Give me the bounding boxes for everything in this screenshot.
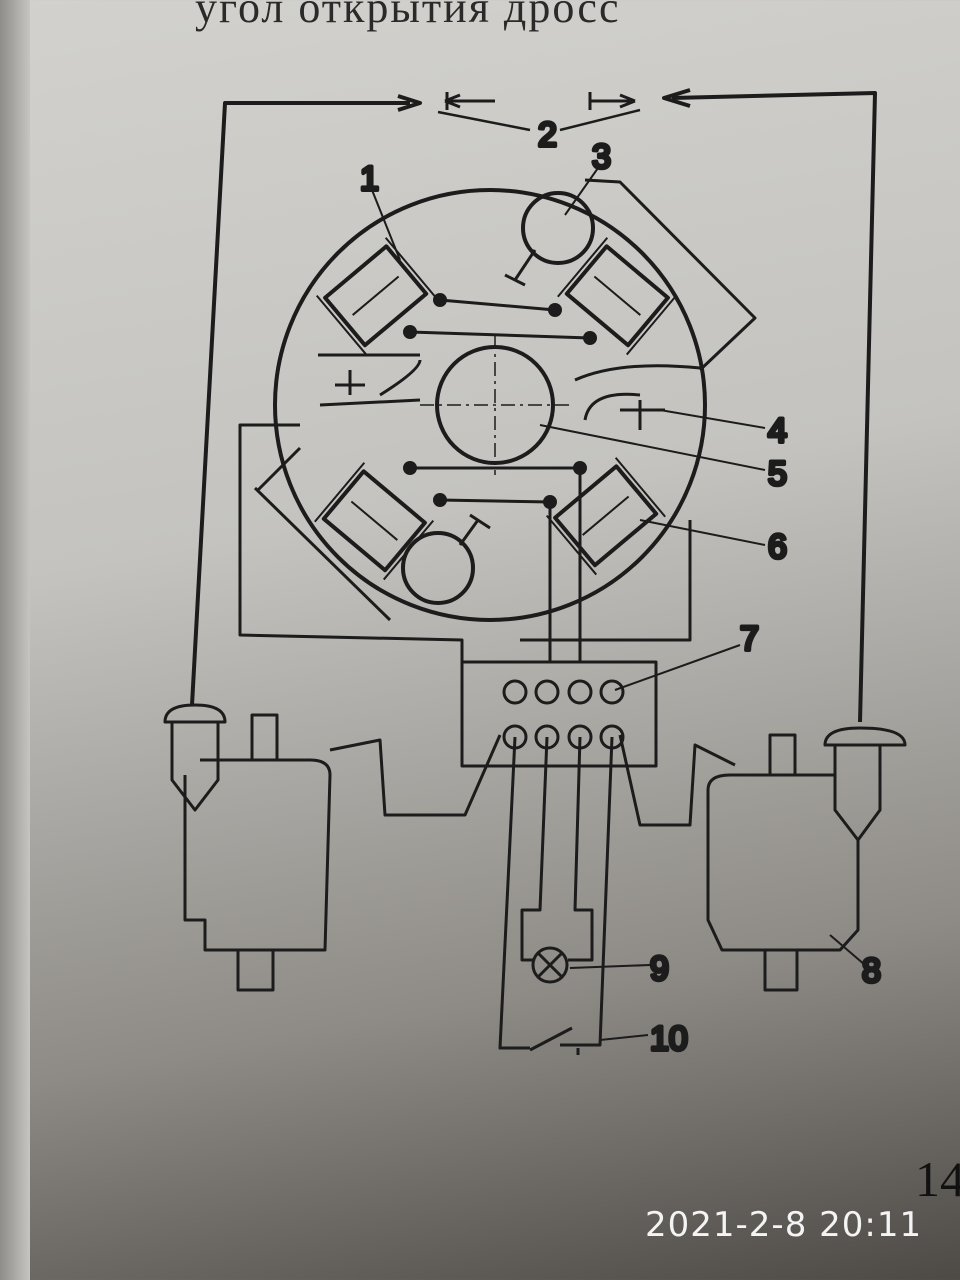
left-hv-wire	[190, 101, 410, 706]
magnet-bottom	[401, 531, 475, 605]
label-10: 10	[650, 1020, 688, 1058]
lamp-wires	[520, 736, 594, 962]
left-arrow	[397, 94, 422, 112]
warning-lamp	[531, 946, 569, 984]
label-1: 1	[360, 160, 379, 198]
ignition-coil-left	[163, 703, 502, 992]
distributor-base	[238, 423, 692, 662]
magnet-top	[521, 191, 595, 265]
leader-lines	[371, 167, 866, 1041]
switch-wires	[498, 736, 614, 1050]
coil-connections	[409, 298, 591, 662]
label-7: 7	[740, 620, 759, 658]
page-top-text: угол открытия дросс	[195, 0, 621, 32]
terminals	[502, 679, 625, 750]
ignition-coil-right	[618, 726, 907, 992]
sensor-coil-bottom-left	[314, 462, 435, 581]
photo-timestamp: 2021-2-8 20:11	[645, 1205, 923, 1245]
terminal-block	[460, 660, 658, 768]
spark-gap-arrows	[437, 92, 641, 132]
page-number: 14	[915, 1151, 960, 1207]
switch	[529, 1026, 580, 1055]
label-4: 4	[768, 412, 787, 450]
label-5: 5	[768, 455, 787, 493]
right-arrow	[662, 88, 691, 108]
terminal-dots	[403, 293, 597, 509]
distributor-housing	[273, 188, 707, 622]
label-9: 9	[650, 950, 669, 988]
contact-right	[574, 364, 701, 430]
label-2: 2	[538, 116, 557, 154]
contact-left	[318, 353, 422, 407]
label-8: 8	[862, 952, 881, 990]
right-hv-wire	[671, 91, 877, 723]
sensor-coil-top-right	[557, 237, 678, 356]
cam-axis	[420, 335, 570, 475]
sensor-coil-bottom-right	[545, 457, 666, 576]
label-3: 3	[592, 138, 611, 176]
label-6: 6	[768, 528, 787, 566]
sensor-coil-top-left	[315, 237, 436, 356]
book-spine-edge	[0, 0, 30, 1280]
